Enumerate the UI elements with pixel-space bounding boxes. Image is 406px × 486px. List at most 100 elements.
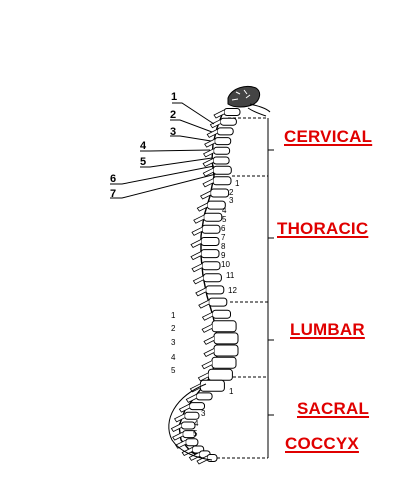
thoracic-number: 5 (222, 215, 227, 224)
sacral-region-label: SACRAL (297, 399, 370, 418)
spinous-process (206, 129, 218, 138)
cervical-number: 1 (171, 91, 177, 103)
thoracic-region-label: THORACIC (277, 219, 369, 238)
thoracic-number: 3 (229, 196, 234, 205)
spinous-process (204, 138, 215, 148)
spinous-process (191, 263, 203, 273)
lumbar-number: 5 (171, 366, 176, 375)
vertebra (212, 309, 231, 319)
thoracic-number: 1 (235, 179, 240, 188)
lumbar-number-labels: 1 2 3 4 5 (171, 311, 176, 375)
lumbar-number: 2 (171, 324, 176, 333)
cervical-number: 3 (170, 126, 176, 138)
vertebra (206, 454, 218, 462)
spinal-cord (178, 111, 224, 459)
skull-base (227, 85, 271, 117)
sacral-number: 1 (229, 387, 234, 396)
cervical-leaders (110, 102, 217, 199)
spinous-process (190, 239, 202, 249)
vertebra (210, 188, 230, 198)
thoracic-number: 9 (221, 251, 226, 260)
coccyx-region-label: COCCYX (285, 434, 359, 453)
spinous-process (190, 251, 202, 261)
sacral-number: 3 (201, 409, 206, 418)
vertebra (203, 212, 223, 222)
thoracic-number: 4 (222, 206, 227, 215)
spinous-process (213, 109, 225, 119)
vertebra (223, 108, 241, 116)
vertebra (211, 356, 237, 369)
vertebra (200, 249, 220, 259)
thoracic-number: 12 (228, 286, 237, 295)
vertebra (205, 285, 225, 295)
lumbar-number: 3 (171, 338, 176, 347)
cervical-number: 7 (110, 188, 116, 200)
vertebra (212, 176, 232, 186)
sacral-number: 4 (194, 419, 199, 428)
thoracic-number-labels: 1 2 3 4 5 6 7 8 9 10 11 12 (221, 179, 240, 295)
vertebra (212, 165, 232, 175)
spinous-process (196, 202, 208, 212)
vertebra (202, 273, 222, 283)
spinous-process (201, 311, 213, 321)
vertebra (216, 127, 234, 136)
spinous-process (209, 119, 221, 129)
spinous-process (191, 226, 203, 236)
spinous-process (170, 423, 182, 433)
spinous-process (202, 167, 214, 177)
vertebra (213, 146, 231, 155)
spinous-process (189, 383, 201, 393)
spinous-process (195, 287, 206, 297)
vertebra (213, 344, 239, 357)
vertebra (201, 261, 221, 271)
cervical-number-labels: 1 2 3 4 5 6 7 (110, 91, 177, 200)
vertebral-column (168, 108, 241, 465)
spinous-process (202, 158, 214, 168)
lumbar-number: 1 (171, 311, 176, 320)
spinous-process (197, 372, 209, 382)
sacral-number-labels: 1 3 4 5 (193, 387, 234, 438)
spinous-process (174, 413, 185, 423)
spinous-process (203, 348, 215, 358)
cervical-number: 5 (140, 156, 146, 168)
sacral-number: 5 (193, 429, 198, 438)
cervical-number: 4 (140, 140, 147, 152)
spinous-process (172, 431, 183, 441)
thoracic-number: 10 (221, 260, 230, 269)
spinous-process (200, 190, 211, 200)
vertebra (214, 137, 232, 146)
spinous-process (203, 148, 214, 158)
thoracic-number: 7 (221, 233, 226, 242)
vertebra (208, 297, 228, 307)
thoracic-number: 6 (221, 224, 226, 233)
cervical-region-label: CERVICAL (284, 127, 373, 146)
spinous-process (193, 214, 204, 224)
vertebra (201, 224, 221, 234)
spinous-process (201, 360, 213, 370)
spinous-process (185, 394, 197, 403)
vertebra (207, 368, 233, 381)
thoracic-number: 11 (226, 271, 235, 280)
thoracic-number: 8 (221, 242, 226, 251)
spinous-process (202, 178, 214, 188)
spinous-process (203, 336, 215, 345)
thoracic-number: 2 (229, 188, 234, 197)
spinous-process (175, 439, 186, 449)
lumbar-region-label: LUMBAR (290, 320, 365, 339)
vertebra (199, 379, 225, 392)
vertebra (200, 237, 220, 246)
vertebra (212, 156, 230, 165)
lumbar-number: 4 (171, 353, 176, 362)
spinous-process (178, 403, 190, 413)
spinous-process (201, 323, 213, 333)
sacrum-outline (168, 383, 213, 461)
vertebra (185, 438, 199, 447)
spinous-process (192, 275, 204, 285)
vertebra (211, 320, 237, 333)
spinous-process (198, 299, 209, 309)
vertebra (213, 332, 239, 345)
vertebra (180, 421, 196, 430)
cervical-number: 6 (110, 173, 116, 185)
